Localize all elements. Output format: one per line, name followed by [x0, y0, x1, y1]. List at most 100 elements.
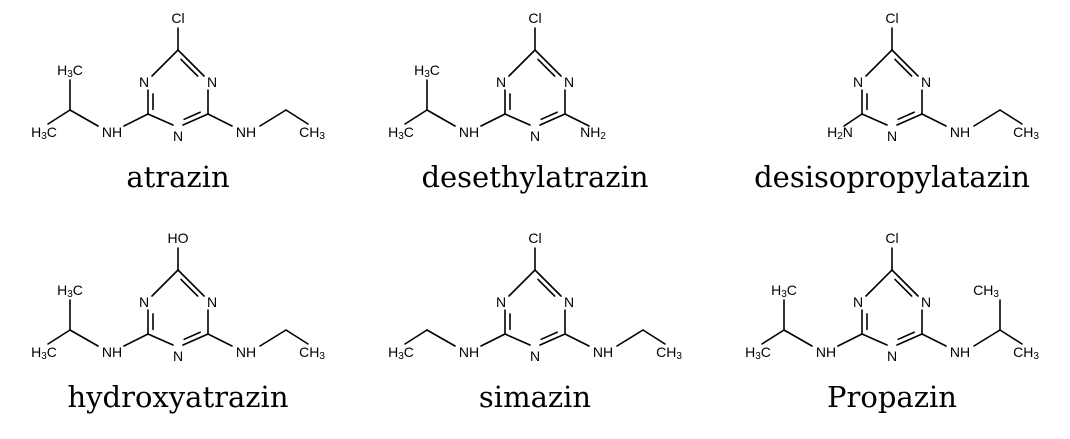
bond	[921, 333, 947, 347]
bond	[69, 109, 99, 127]
nh-label: NH	[102, 344, 122, 360]
bond	[891, 49, 919, 77]
bond	[480, 113, 506, 127]
ring-nitrogen: N	[530, 348, 540, 364]
double-bond-inner	[897, 111, 915, 121]
ring-nitrogen: N	[139, 294, 149, 310]
bond	[147, 113, 174, 126]
ring-nitrogen: N	[496, 294, 506, 310]
bond	[642, 329, 666, 345]
bond	[47, 329, 71, 345]
bond	[404, 329, 428, 345]
bond	[861, 113, 888, 126]
bond	[837, 333, 863, 347]
bond	[177, 269, 205, 297]
bond	[504, 113, 531, 126]
bond	[207, 113, 233, 127]
methyl-label: CH3	[973, 282, 999, 300]
nh-label: NH	[593, 344, 613, 360]
bond	[207, 333, 233, 347]
double-bond-inner	[180, 278, 199, 297]
bond	[123, 333, 149, 347]
nh-label: NH	[816, 344, 836, 360]
double-bond-inner	[894, 278, 913, 297]
compound-name: hydroxyatrazin	[67, 380, 289, 414]
methyl-label: H3C	[31, 344, 57, 362]
methyl-label: CH3	[656, 344, 682, 362]
bond	[404, 109, 428, 125]
ring-nitrogen: N	[853, 74, 863, 90]
amino-label: H2N	[827, 124, 853, 142]
bond	[843, 113, 863, 127]
methyl-label: H3C	[771, 282, 797, 300]
ring-nitrogen: N	[921, 74, 931, 90]
bond	[285, 109, 309, 125]
bond	[182, 113, 209, 126]
methyl-label: H3C	[388, 344, 414, 362]
ring-nitrogen: N	[564, 74, 574, 90]
bond	[539, 333, 566, 346]
bond	[47, 109, 71, 125]
bond	[69, 329, 99, 347]
double-bond-inner	[894, 58, 913, 77]
nh-label: NH	[236, 124, 256, 140]
ring-nitrogen: N	[207, 294, 217, 310]
bond	[539, 113, 566, 126]
compound-name: desethylatrazin	[421, 160, 649, 194]
bond	[182, 333, 209, 346]
bond	[534, 49, 562, 77]
ring-nitrogen: N	[564, 294, 574, 310]
bond	[616, 329, 644, 347]
top-substituent-label: HO	[168, 230, 189, 246]
bond	[861, 333, 888, 346]
bond	[508, 49, 536, 77]
bond	[973, 329, 1001, 347]
methyl-label: CH3	[299, 124, 325, 142]
bond	[973, 109, 1001, 127]
ring-nitrogen: N	[887, 128, 897, 144]
bond	[480, 333, 506, 347]
double-bond-inner	[540, 331, 558, 341]
methyl-label: CH3	[1013, 344, 1039, 362]
bond	[865, 49, 893, 77]
bond	[426, 329, 456, 347]
bond	[534, 269, 562, 297]
ring-nitrogen: N	[530, 128, 540, 144]
methyl-label: H3C	[745, 344, 771, 362]
ring-nitrogen: N	[853, 294, 863, 310]
bond	[123, 113, 149, 127]
nh-label: NH	[236, 344, 256, 360]
nh-label: NH	[459, 124, 479, 140]
top-substituent-label: Cl	[528, 230, 541, 246]
compound-name: atrazin	[126, 160, 230, 194]
methyl-label: H3C	[31, 124, 57, 142]
bond	[504, 333, 531, 346]
ring-nitrogen: N	[496, 74, 506, 90]
bond	[896, 113, 923, 126]
bond	[564, 333, 590, 347]
nh-label: NH	[950, 124, 970, 140]
bond	[921, 113, 947, 127]
compound-name: simazin	[478, 380, 592, 414]
bond	[259, 329, 287, 347]
compound-name: Propazin	[827, 380, 957, 414]
bond	[761, 329, 785, 345]
methyl-label: H3C	[388, 124, 414, 142]
top-substituent-label: Cl	[885, 230, 898, 246]
top-substituent-label: Cl	[528, 10, 541, 26]
bond	[426, 109, 456, 127]
methyl-label: CH3	[1013, 124, 1039, 142]
bond	[151, 269, 179, 297]
bond	[147, 333, 174, 346]
bond	[151, 49, 179, 77]
bond	[177, 49, 205, 77]
